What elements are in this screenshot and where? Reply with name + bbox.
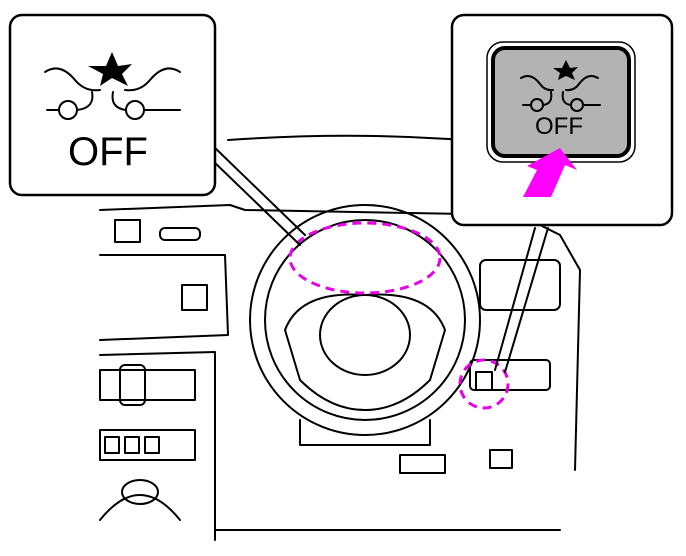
leader-right — [494, 227, 549, 373]
off-label-left: OFF — [68, 130, 148, 174]
leader-left — [211, 144, 306, 246]
steering-wheel — [249, 204, 481, 446]
callout-left: OFF — [8, 13, 217, 197]
highlight-switch — [458, 358, 510, 410]
press-arrow — [523, 148, 577, 197]
vdc-off-icon — [44, 52, 181, 120]
off-label-right: OFF — [535, 113, 583, 140]
vdc-off-switch-icon — [520, 60, 601, 112]
dashboard-lines — [99, 134, 581, 541]
highlight-steering-pad — [288, 221, 442, 295]
callout-right: OFF — [450, 13, 674, 227]
